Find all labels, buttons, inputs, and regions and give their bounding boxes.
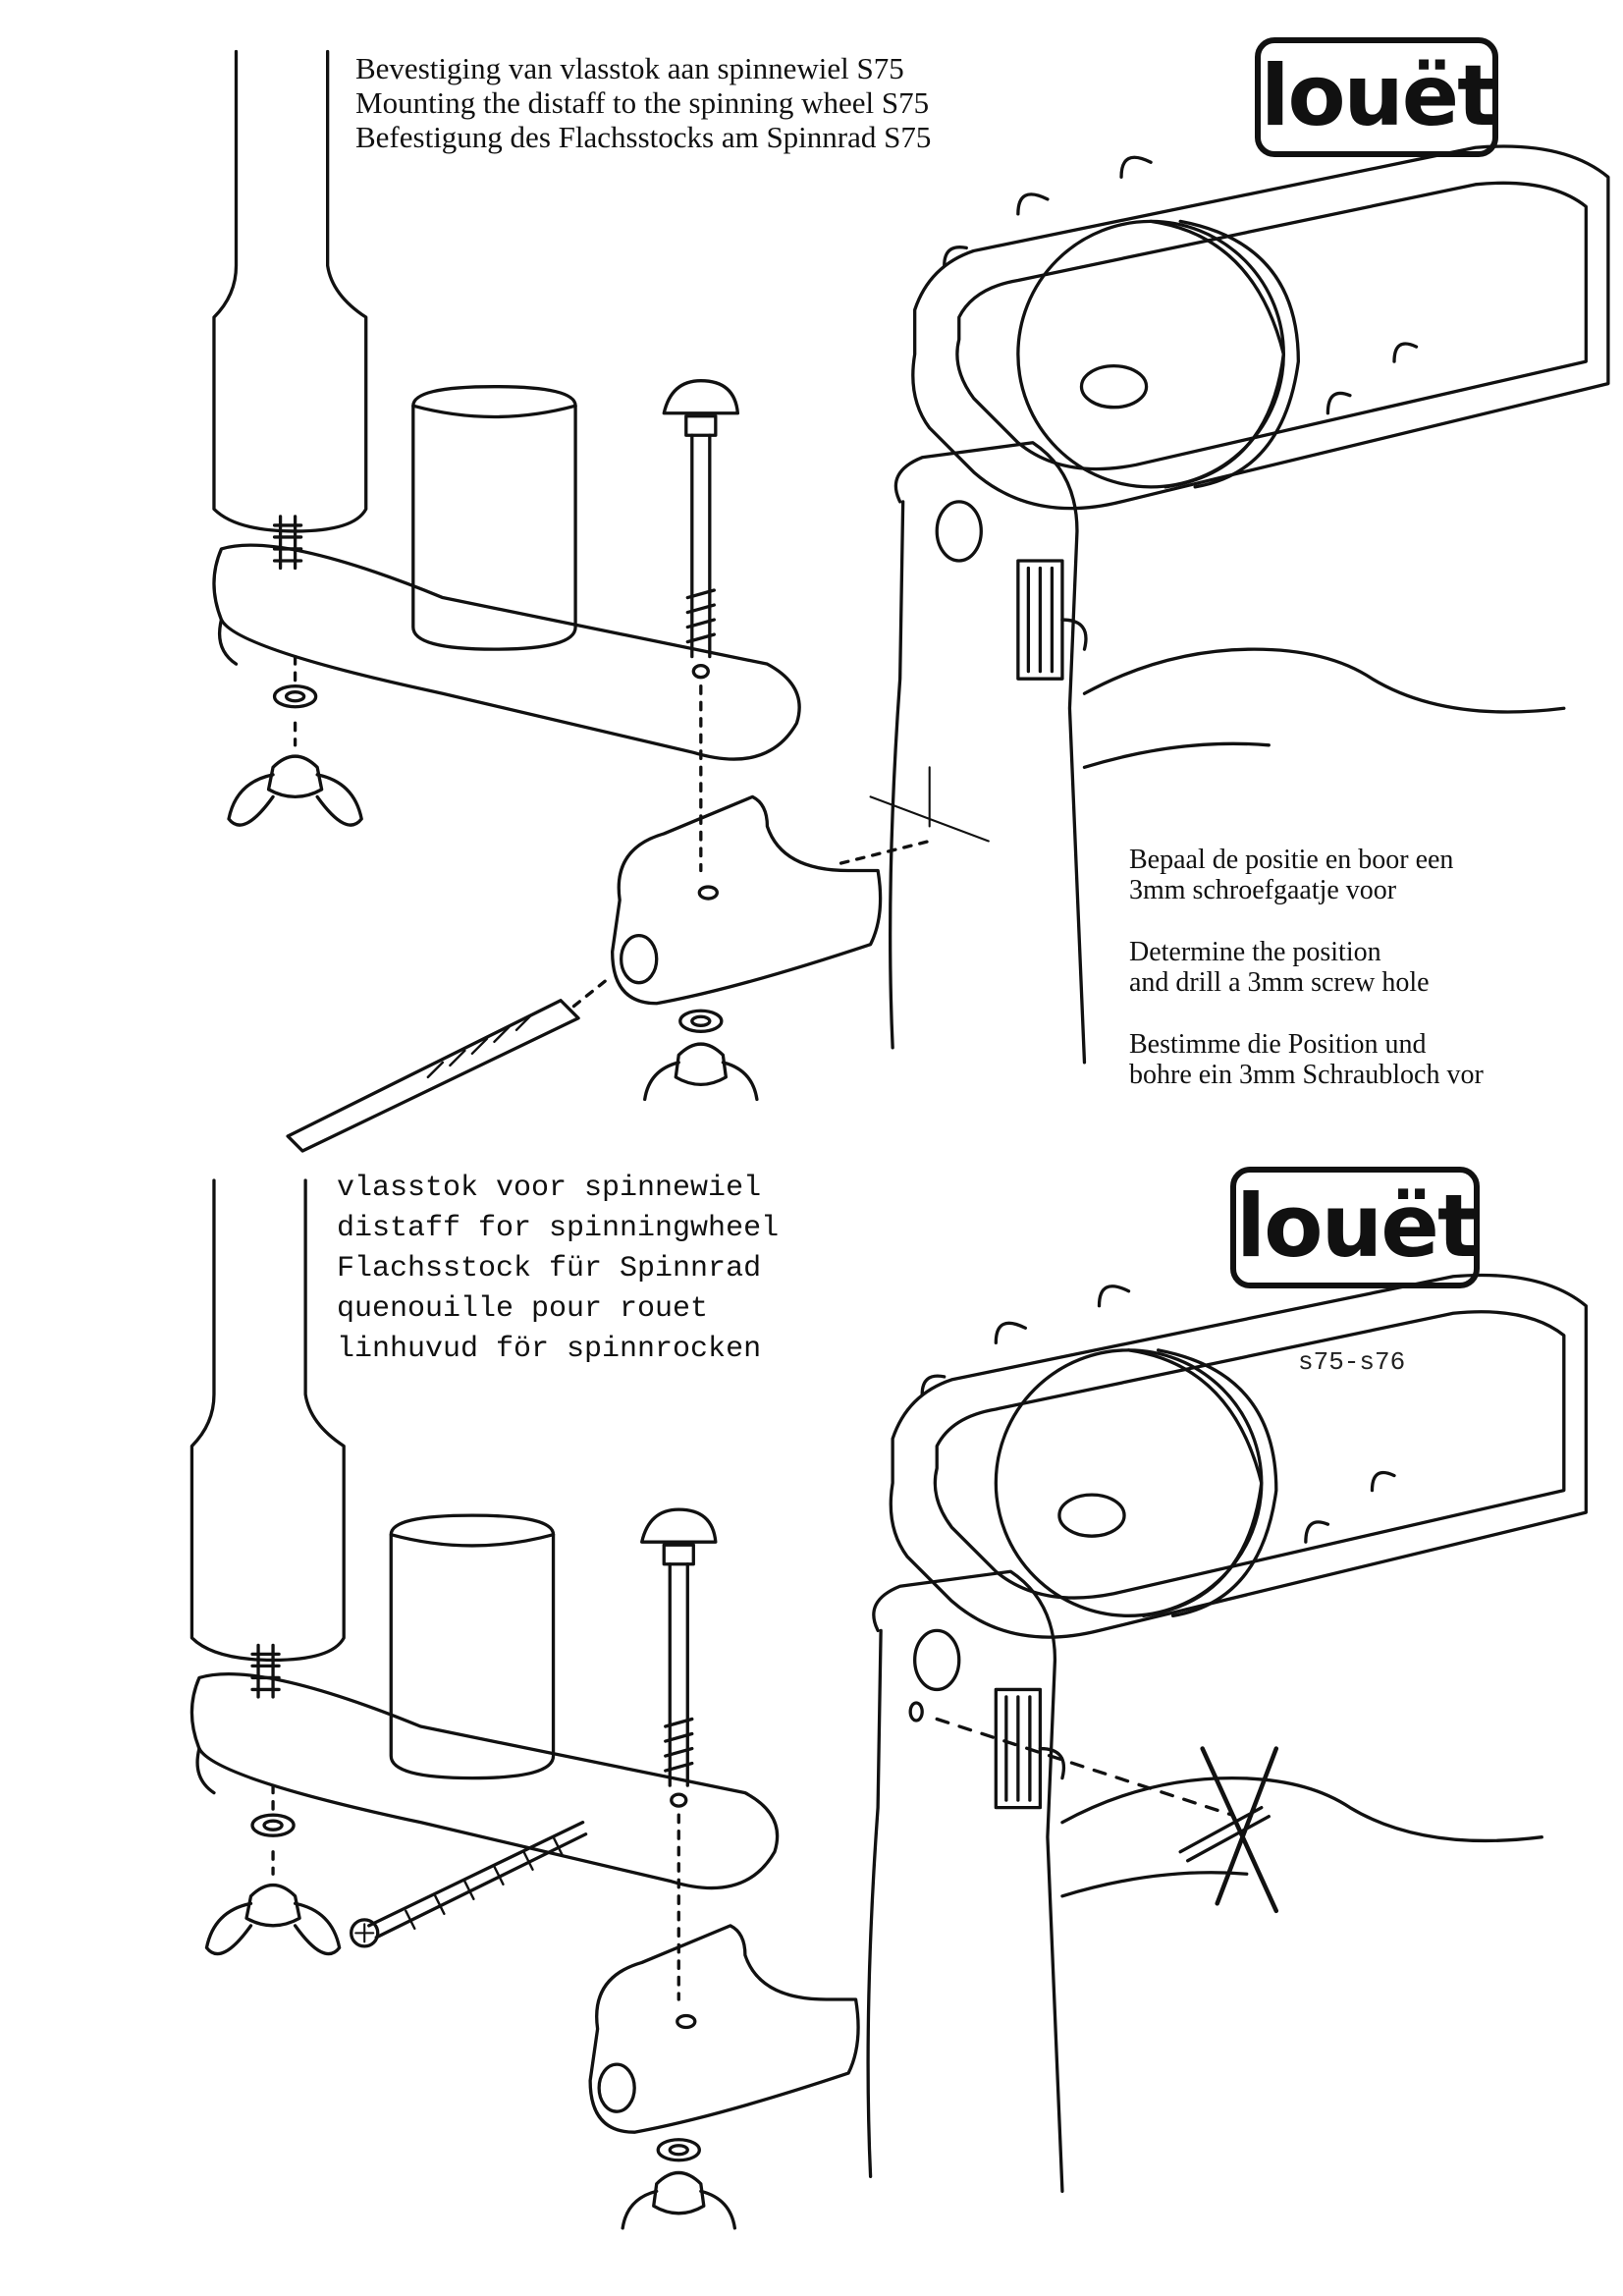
wood-screw [367, 1821, 588, 1940]
title-french: quenouille pour rouet [337, 1292, 709, 1326]
drill-bit [286, 999, 580, 1153]
bottom-diagram [189, 1178, 1589, 2230]
crossed-out-screw [1178, 1805, 1271, 1863]
title-dutch: Bevestiging van vlasstok aan spinnewiel … [355, 51, 904, 85]
louet-logo-top: louët [1255, 37, 1498, 157]
louet-logo-bottom: louët [1230, 1167, 1480, 1288]
top-diagram [212, 49, 1610, 1153]
model-code: s75-s76 [1298, 1347, 1406, 1377]
title-english: Mounting the distaff to the spinning whe… [355, 85, 930, 120]
top-title: Bevestiging van vlasstok aan spinnewiel … [355, 51, 931, 154]
title-dutch: vlasstok voor spinnewiel [337, 1172, 762, 1205]
title-german: Flachsstock für Spinnrad [337, 1252, 762, 1285]
bottom-title: vlasstok voor spinnewiel distaff for spi… [337, 1169, 779, 1370]
title-german: Befestigung des Flachsstocks am Spinnrad… [355, 120, 932, 154]
title-english: distaff for spinningwheel [337, 1212, 780, 1245]
title-swedish: linhuvud för spinnrocken [337, 1333, 762, 1366]
